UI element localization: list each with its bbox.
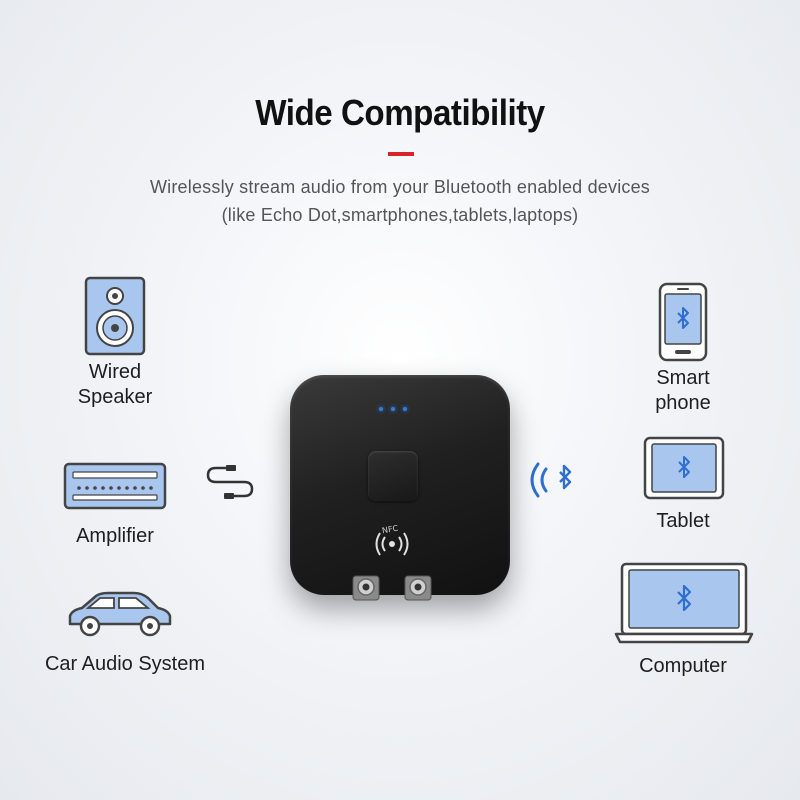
- smartphone-label: Smart phone: [618, 366, 748, 416]
- computer-label: Computer: [639, 655, 727, 677]
- status-led: [379, 407, 383, 411]
- car-icon: [68, 591, 172, 637]
- bluetooth-receiver-device: NFC: [290, 375, 510, 601]
- power-button[interactable]: [368, 451, 418, 501]
- smartphone-icon: [658, 282, 708, 362]
- amplifier-icon: [63, 462, 167, 510]
- subtitle-line-1: Wirelessly stream audio from your Blueto…: [149, 177, 651, 197]
- smartphone-label-line1: Smart: [656, 367, 710, 389]
- rca-port-left: [352, 575, 380, 601]
- speaker-icon: [84, 276, 146, 356]
- laptop-icon: [614, 562, 754, 644]
- tablet-icon: [643, 436, 725, 500]
- nfc-icon: [375, 532, 409, 556]
- status-led: [391, 407, 395, 411]
- rca-port-right: [404, 575, 432, 601]
- page-title: Wide Compatibility: [255, 92, 545, 133]
- wired-speaker-label-line1: Wired: [88, 361, 142, 383]
- subtitle-line-2: (like Echo Dot,smartphones,tablets,lapto…: [221, 205, 579, 225]
- tablet-label: Tablet: [656, 510, 710, 532]
- accent-bar: [388, 152, 414, 156]
- wired-speaker-label-line2: Speaker: [77, 386, 153, 408]
- wired-speaker-label: Wired Speaker: [50, 360, 180, 410]
- aux-cable-icon: [206, 465, 254, 499]
- smartphone-label-line2: phone: [655, 392, 711, 414]
- amplifier-label: Amplifier: [76, 525, 154, 547]
- bluetooth-wave-icon: [530, 462, 572, 498]
- status-led: [403, 407, 407, 411]
- car-audio-label: Car Audio System: [44, 653, 206, 675]
